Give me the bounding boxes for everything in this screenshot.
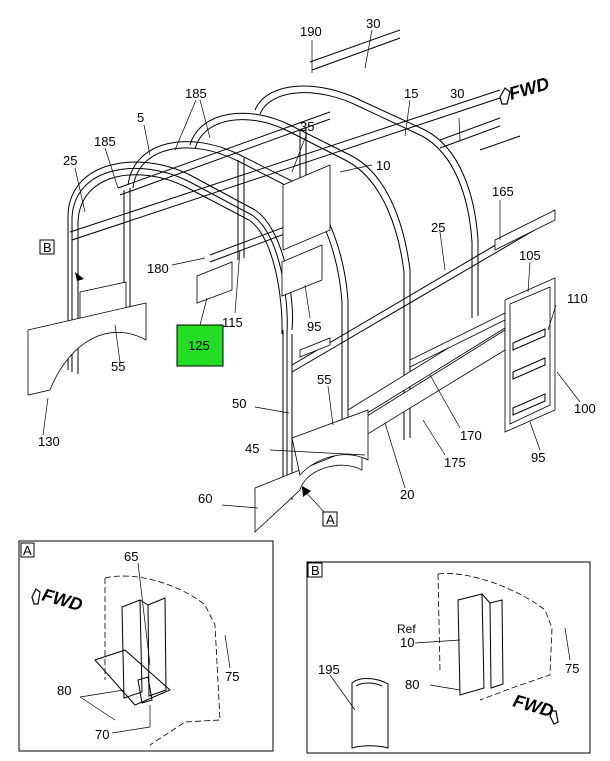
callout-labels: 190 30 185 30 15 5 185 35 25 10 165 25 1… [38, 16, 596, 506]
callout-100: 100 [574, 401, 596, 416]
callout-115: 115 [222, 315, 243, 330]
callout-80: 80 [405, 677, 419, 692]
callout-175: 175 [444, 455, 466, 470]
detail-a-panel: A FWD 65 75 80 70 [18, 540, 274, 752]
callout-30: 30 [366, 16, 380, 31]
callout-75: 75 [565, 661, 579, 676]
callout-185: 185 [185, 86, 207, 101]
view-tag-a: A [326, 512, 335, 527]
callout-55: 55 [111, 359, 125, 374]
callout-70: 70 [95, 727, 109, 742]
body-frame-drawing [27, 29, 556, 533]
callout-65: 65 [124, 549, 138, 564]
callout-5: 5 [137, 110, 144, 125]
callout-25: 25 [63, 153, 77, 168]
callout-105: 105 [519, 248, 541, 263]
callout-165: 165 [492, 184, 514, 199]
callout-190: 190 [300, 24, 322, 39]
callout-75: 75 [225, 669, 239, 684]
leader-lines [42, 29, 581, 514]
callout-60: 60 [198, 491, 212, 506]
callout-130: 130 [38, 434, 60, 449]
callout-10: 10 [376, 158, 390, 173]
callout-ref: Ref [397, 622, 416, 636]
view-tag-b: B [43, 240, 52, 255]
callout-125: 125 [188, 338, 210, 353]
callout-95: 95 [307, 319, 321, 334]
callout-185: 185 [94, 134, 116, 149]
callout-50: 50 [232, 396, 246, 411]
callout-80: 80 [57, 683, 71, 698]
detail-b-tag: B [311, 563, 320, 578]
callout-170: 170 [460, 428, 482, 443]
detail-a-tag: A [23, 543, 32, 558]
callout-55: 55 [317, 372, 331, 387]
detail-b-panel: B FWD Ref 10 195 80 75 [306, 561, 591, 754]
callout-15: 15 [404, 86, 418, 101]
fwd-arrow-main: FWD [499, 73, 552, 105]
callout-180: 180 [147, 261, 169, 276]
callout-25: 25 [431, 220, 445, 235]
callout-20: 20 [400, 487, 414, 502]
callout-35: 35 [300, 119, 314, 134]
highlighted-callout-125[interactable] [176, 324, 224, 367]
callout-195: 195 [318, 662, 340, 677]
callout-30: 30 [450, 86, 464, 101]
callout-45: 45 [245, 441, 259, 456]
callout-95: 95 [531, 450, 545, 465]
callout-110: 110 [567, 291, 588, 306]
svg-text:FWD: FWD [507, 73, 552, 104]
callout-10: 10 [400, 635, 414, 650]
